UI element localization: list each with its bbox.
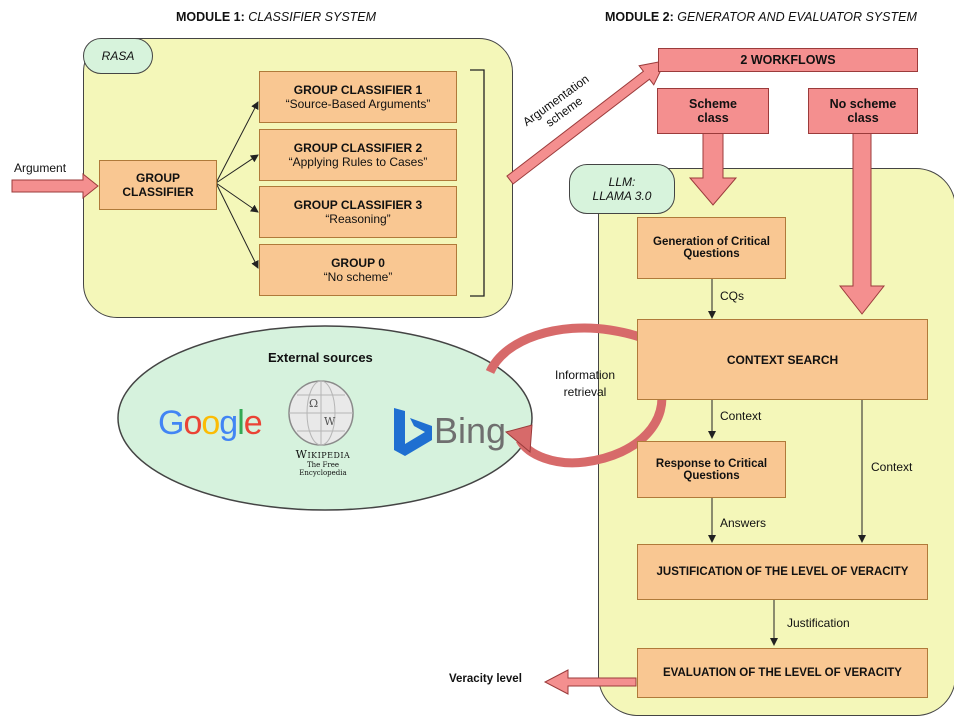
evaluation-box: EVALUATION OF THE LEVEL OF VERACITY bbox=[637, 648, 928, 698]
bing-icon bbox=[394, 408, 432, 456]
group-2-title: GROUP CLASSIFIER 2 bbox=[293, 141, 423, 155]
scheme-class-box: Scheme class bbox=[657, 88, 769, 134]
group-0-subtitle: “No scheme” bbox=[323, 270, 393, 284]
group-classifier-1-box: GROUP CLASSIFIER 1 “Source-Based Argumen… bbox=[259, 71, 457, 123]
information-retrieval-label: Information retrieval bbox=[554, 368, 616, 399]
evaluation-box-label: EVALUATION OF THE LEVEL OF VERACITY bbox=[663, 667, 902, 679]
group-classifier-label: GROUP CLASSIFIER bbox=[122, 171, 194, 199]
wikipedia-wordmark: Wikipedia bbox=[295, 448, 351, 461]
context-label-1: Context bbox=[720, 409, 762, 423]
generation-cq-box: Generation of Critical Questions bbox=[637, 217, 786, 279]
group-3-subtitle: “Reasoning” bbox=[325, 212, 391, 226]
group-classifier-3-box: GROUP CLASSIFIER 3 “Reasoning” bbox=[259, 186, 457, 238]
response-cq-box: Response to Critical Questions bbox=[637, 441, 786, 498]
cqs-label: CQs bbox=[720, 289, 744, 303]
google-logo: Google bbox=[158, 404, 263, 443]
response-cq-label: Response to Critical Questions bbox=[655, 457, 768, 482]
group-0-title: GROUP 0 bbox=[331, 256, 385, 270]
generation-cq-label: Generation of Critical Questions bbox=[653, 236, 770, 260]
rasa-label: RASA bbox=[101, 49, 135, 63]
bing-logo: Bing bbox=[434, 410, 506, 452]
context-search-box: CONTEXT SEARCH bbox=[637, 319, 928, 400]
workflows-label: 2 WORKFLOWS bbox=[740, 53, 836, 67]
external-sources-label: External sources bbox=[268, 350, 373, 365]
wikipedia-logo: Wikipedia The Free Encyclopedia bbox=[283, 448, 363, 477]
context-label-2: Context bbox=[871, 460, 913, 474]
wikipedia-tagline: The Free Encyclopedia bbox=[299, 461, 347, 477]
scheme-class-label: Scheme class bbox=[689, 97, 737, 125]
argument-label: Argument bbox=[14, 161, 67, 175]
no-scheme-class-label: No scheme class bbox=[829, 97, 897, 125]
group-2-subtitle: “Applying Rules to Cases” bbox=[288, 155, 428, 169]
module-1-name: CLASSIFIER SYSTEM bbox=[248, 10, 377, 24]
justification-box-label: JUSTIFICATION OF THE LEVEL OF VERACITY bbox=[656, 566, 909, 578]
module-2-label: MODULE 2: bbox=[605, 10, 674, 24]
module-1-label: MODULE 1: bbox=[176, 10, 245, 24]
group-1-title: GROUP CLASSIFIER 1 bbox=[293, 83, 423, 97]
context-search-label: CONTEXT SEARCH bbox=[726, 352, 839, 367]
llm-tag-line2: LLAMA 3.0 bbox=[592, 189, 652, 203]
rasa-tag: RASA bbox=[83, 38, 153, 74]
module-2-name: GENERATOR AND EVALUATOR SYSTEM bbox=[677, 10, 917, 24]
llm-tag-line1: LLM: bbox=[608, 175, 636, 189]
group-1-subtitle: “Source-Based Arguments” bbox=[285, 97, 431, 111]
group-0-box: GROUP 0 “No scheme” bbox=[259, 244, 457, 296]
svg-text:Ω: Ω bbox=[309, 397, 318, 410]
justification-box: JUSTIFICATION OF THE LEVEL OF VERACITY bbox=[637, 544, 928, 600]
svg-text:W: W bbox=[324, 415, 336, 428]
group-classifier-2-box: GROUP CLASSIFIER 2 “Applying Rules to Ca… bbox=[259, 129, 457, 181]
wikipedia-globe-icon: Ω W bbox=[288, 380, 354, 446]
module-1-title: MODULE 1: CLASSIFIER SYSTEM bbox=[176, 10, 376, 24]
workflows-box: 2 WORKFLOWS bbox=[658, 48, 918, 72]
retrieval-arrowhead-bottom bbox=[504, 424, 533, 454]
llm-tag: LLM: LLAMA 3.0 bbox=[569, 164, 675, 214]
group-3-title: GROUP CLASSIFIER 3 bbox=[293, 198, 423, 212]
answers-label: Answers bbox=[720, 516, 767, 530]
veracity-level-label: Veracity level bbox=[449, 673, 522, 685]
no-scheme-class-box: No scheme class bbox=[808, 88, 918, 134]
module-2-title: MODULE 2: GENERATOR AND EVALUATOR SYSTEM bbox=[605, 10, 917, 24]
justification-label: Justification bbox=[787, 616, 850, 630]
bing-wordmark: Bing bbox=[434, 410, 507, 451]
google-logo-text: Google bbox=[158, 404, 263, 442]
argumentation-scheme-label: Argumentation scheme bbox=[520, 71, 592, 130]
group-classifier-box: GROUP CLASSIFIER bbox=[99, 160, 217, 210]
